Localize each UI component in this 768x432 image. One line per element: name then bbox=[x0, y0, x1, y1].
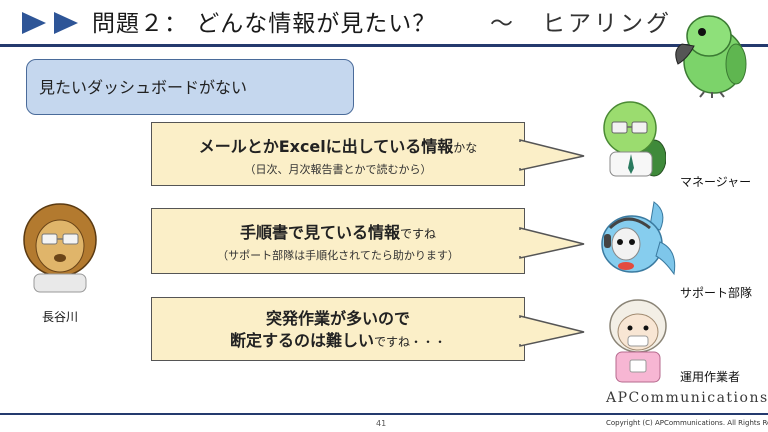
bubble-tail bbox=[517, 315, 585, 347]
manager-avatar-icon bbox=[603, 101, 666, 177]
character-label-operator: 運用作業者 bbox=[680, 370, 741, 384]
bubble-suffix: ですね・・・ bbox=[374, 335, 447, 349]
header-divider bbox=[0, 44, 768, 47]
character-label-manager: マネージャー bbox=[680, 175, 752, 189]
page-subtitle: ～ ヒアリング bbox=[490, 11, 672, 37]
bubble-main-text: 突発作業が多いので bbox=[265, 309, 410, 328]
speech-bubble-manager: メールとかExcelに出している情報かな （日次、月次報告書とかで読むから） bbox=[151, 122, 525, 186]
footer-divider bbox=[0, 413, 768, 415]
play-arrows-icon bbox=[22, 12, 78, 34]
company-logo-text: APCommunications bbox=[606, 390, 768, 406]
parrot-icon bbox=[675, 15, 747, 98]
bubble-suffix: かな bbox=[453, 141, 478, 155]
page-number: 41 bbox=[376, 419, 387, 428]
speech-bubble-support: 手順書で見ている情報ですね （サポート部隊は手順化されてたら助かります） bbox=[151, 208, 525, 274]
bubble-sub-text: （日次、月次報告書とかで読むから） bbox=[244, 163, 432, 176]
bubble-main-text: メールとかExcelに出している情報 bbox=[198, 137, 454, 156]
bubble-suffix: ですね bbox=[400, 227, 437, 241]
speech-bubble-operator: 突発作業が多いので 断定するのは難しいですね・・・ bbox=[151, 297, 525, 361]
character-label-support: サポート部隊 bbox=[680, 286, 753, 300]
operator-avatar-icon bbox=[609, 299, 667, 383]
bubble-main-text: 断定するのは難しい bbox=[229, 331, 374, 350]
page-title: 問題２： どんな情報が見たい？ bbox=[92, 11, 437, 37]
bubble-tail bbox=[517, 227, 585, 259]
dolphin-icon bbox=[601, 201, 676, 276]
situation-box: 見たいダッシュボードがない bbox=[26, 59, 354, 115]
bubble-sub-text: （サポート部隊は手順化されてたら助かります） bbox=[217, 249, 459, 262]
character-label-hasegawa: 長谷川 bbox=[42, 310, 79, 324]
copyright-text: Copyright (C) APCommunications. All Righ… bbox=[606, 419, 768, 427]
bubble-tail bbox=[517, 139, 585, 171]
lion-icon bbox=[23, 203, 97, 293]
bubble-main-text: 手順書で見ている情報 bbox=[239, 223, 400, 242]
